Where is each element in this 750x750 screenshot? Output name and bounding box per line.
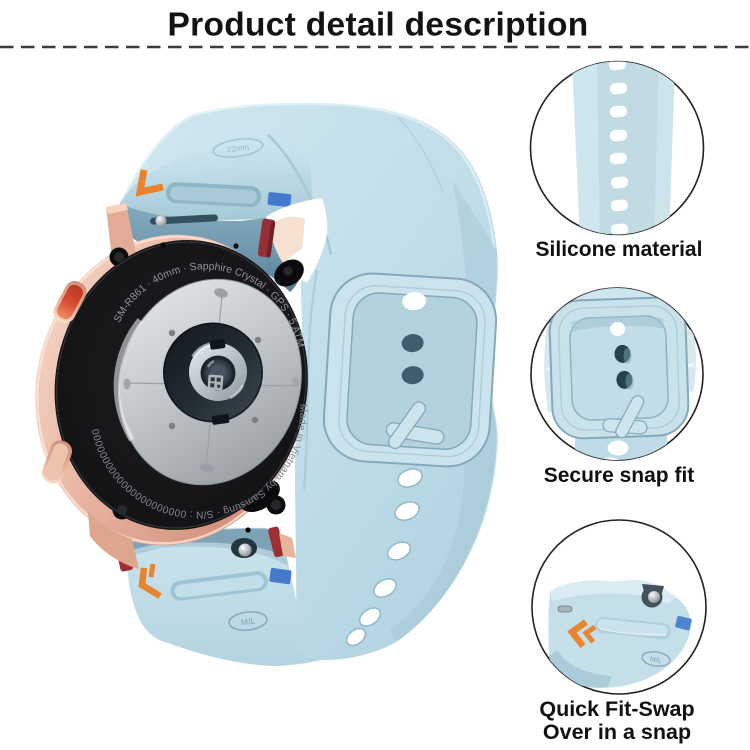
svg-text:M/L: M/L: [240, 616, 255, 627]
svg-text:Quick Fit-Swap: Quick Fit-Swap: [539, 697, 694, 721]
svg-text:Silicone material: Silicone material: [536, 238, 703, 261]
svg-text:Over in a snap: Over in a snap: [543, 720, 691, 744]
svg-text:Secure snap fit: Secure snap fit: [544, 464, 695, 487]
svg-text:22mm: 22mm: [226, 142, 250, 154]
svg-text:M/L: M/L: [650, 656, 663, 665]
svg-text:Product detail description: Product detail description: [167, 7, 588, 44]
